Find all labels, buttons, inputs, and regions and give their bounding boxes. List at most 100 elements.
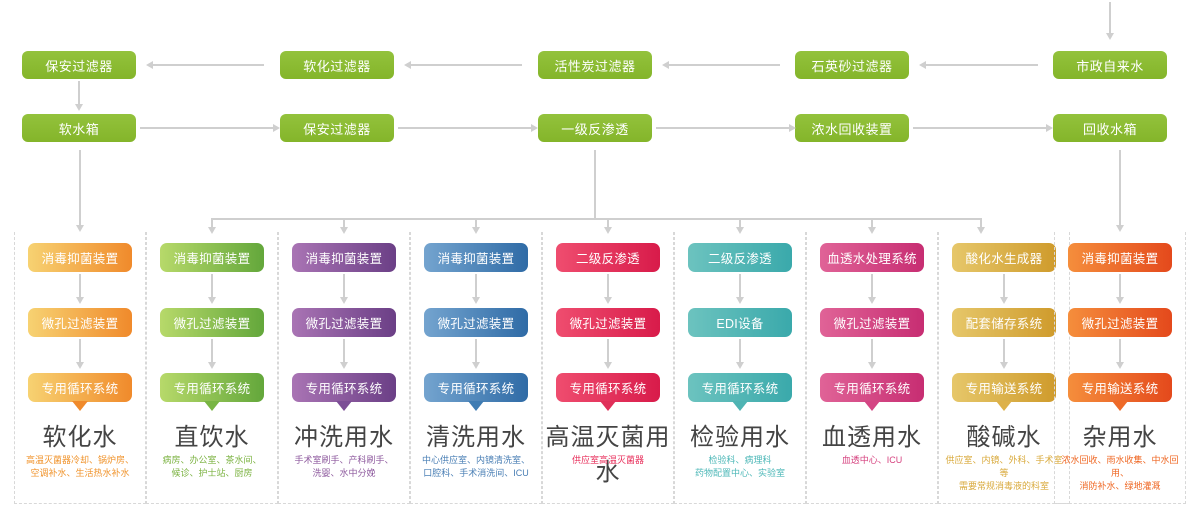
col8-step-2[interactable]: 配套储存系统 <box>952 308 1056 337</box>
feeder-recoverytank-to-col9 <box>1116 150 1124 232</box>
col8-pointer-icon <box>996 401 1012 411</box>
connector-r1-b <box>410 64 522 66</box>
connector-r1-d-arrow <box>919 61 926 69</box>
col3-step-3-label: 专用循环系统 <box>305 382 383 396</box>
connector-r1-d <box>925 64 1038 66</box>
connector-r2-b-arrow <box>531 124 538 132</box>
column-hemodialysis-water: 血透水处理系统 微孔过滤装置 专用循环系统 血透用水 血透中心、ICU <box>806 232 938 504</box>
col6-step-1[interactable]: 二级反渗透 <box>688 243 792 272</box>
col7-step-1[interactable]: 血透水处理系统 <box>820 243 924 272</box>
feeder-softwater-to-col1 <box>76 150 84 232</box>
col8-title: 酸碱水 <box>966 423 1042 451</box>
col7-step-2[interactable]: 微孔过滤装置 <box>820 308 924 337</box>
col9-title: 杂用水 <box>1082 423 1158 451</box>
col7-step-3[interactable]: 专用循环系统 <box>820 373 924 411</box>
col2-connector-2 <box>208 339 216 369</box>
col4-connector-2 <box>472 339 480 369</box>
feeder-bus-col8 <box>977 218 985 234</box>
connector-r1r2-vertical <box>78 81 80 105</box>
node-soft-water-tank[interactable]: 软水箱 <box>22 114 136 142</box>
inlet-arrowhead <box>1106 33 1114 40</box>
column-high-temp-sterilization-water: 二级反渗透 微孔过滤装置 专用循环系统 高温灭菌用水 供应室高温灭菌器 <box>542 232 674 504</box>
col9-step-2[interactable]: 微孔过滤装置 <box>1068 308 1172 337</box>
col5-pointer-icon <box>600 401 616 411</box>
col2-step-3[interactable]: 专用循环系统 <box>160 373 264 411</box>
col6-connector-1 <box>736 274 744 304</box>
col4-step-3[interactable]: 专用循环系统 <box>424 373 528 411</box>
col1-step-3[interactable]: 专用循环系统 <box>28 373 132 411</box>
feeder-bus-col5 <box>604 218 612 234</box>
column-laboratory-water: 二级反渗透 EDI设备 专用循环系统 检验用水 检验科、病理科 药物配置中心、实… <box>674 232 806 504</box>
col3-step-2[interactable]: 微孔过滤装置 <box>292 308 396 337</box>
col6-step-3-label: 专用循环系统 <box>701 382 779 396</box>
col9-step-3[interactable]: 专用输送系统 <box>1068 373 1172 411</box>
col3-step-1[interactable]: 消毒抑菌装置 <box>292 243 396 272</box>
connector-r2-a <box>140 127 274 129</box>
col8-step-1[interactable]: 酸化水生成器 <box>952 243 1056 272</box>
col3-caption: 手术室刷手、产科刷手、 洗婴、水中分娩 <box>294 455 394 479</box>
connector-r2-c-arrow <box>789 124 796 132</box>
col6-step-3[interactable]: 专用循环系统 <box>688 373 792 411</box>
col8-step-3[interactable]: 专用输送系统 <box>952 373 1056 411</box>
node-recovery-tank[interactable]: 回收水箱 <box>1053 114 1167 142</box>
col5-caption: 供应室高温灭菌器 <box>571 455 644 465</box>
col1-pointer-icon <box>72 401 88 411</box>
col3-pointer-icon <box>336 401 352 411</box>
col8-connector-1 <box>1000 274 1008 304</box>
column-acid-alkaline-water: 酸化水生成器 配套储存系统 专用输送系统 酸碱水 供应室、内镜、外科、手术室等 … <box>938 232 1070 504</box>
column-miscellaneous-water: 消毒抑菌装置 微孔过滤装置 专用输送系统 杂用水 浓水回收、雨水收集、中水回用、… <box>1054 232 1186 504</box>
connector-r1-a <box>152 64 264 66</box>
connector-r1-b-arrow <box>404 61 411 69</box>
col4-caption: 中心供应室、内镜清洗室、 口腔科、手术消洗间、ICU <box>421 455 530 479</box>
column-cleaning-water: 消毒抑菌装置 微孔过滤装置 专用循环系统 清洗用水 中心供应室、内镜清洗室、 口… <box>410 232 542 504</box>
col4-pointer-icon <box>468 401 484 411</box>
col7-pointer-icon <box>864 401 880 411</box>
node-baoan-filter-1[interactable]: 保安过滤器 <box>22 51 136 79</box>
col2-step-3-label: 专用循环系统 <box>173 382 251 396</box>
col9-step-1[interactable]: 消毒抑菌装置 <box>1068 243 1172 272</box>
connector-r2-c <box>656 127 790 129</box>
connector-r2-d-arrow <box>1046 124 1053 132</box>
col2-step-1[interactable]: 消毒抑菌装置 <box>160 243 264 272</box>
node-ro-stage-1[interactable]: 一级反渗透 <box>538 114 652 142</box>
col3-connector-1 <box>340 274 348 304</box>
node-baoan-filter-2[interactable]: 保安过滤器 <box>280 114 394 142</box>
col6-step-2[interactable]: EDI设备 <box>688 308 792 337</box>
col1-step-3-label: 专用循环系统 <box>41 382 119 396</box>
col5-step-3[interactable]: 专用循环系统 <box>556 373 660 411</box>
col2-title: 直饮水 <box>174 423 250 451</box>
node-softening-filter[interactable]: 软化过滤器 <box>280 51 394 79</box>
col2-step-2[interactable]: 微孔过滤装置 <box>160 308 264 337</box>
node-concentrate-recovery[interactable]: 浓水回收装置 <box>795 114 909 142</box>
col7-title: 血透用水 <box>822 423 922 451</box>
column-softened-water: 消毒抑菌装置 微孔过滤装置 专用循环系统 软化水 高温灭菌器冷却、锅炉房、 空调… <box>14 232 146 504</box>
col2-caption: 病房、办公室、茶水间、 候诊、护士站、厨房 <box>162 455 262 479</box>
col4-title: 清洗用水 <box>426 423 526 451</box>
col1-step-1[interactable]: 消毒抑菌装置 <box>28 243 132 272</box>
col9-connector-1 <box>1116 274 1124 304</box>
col1-connector-1 <box>76 274 84 304</box>
col8-step-3-label: 专用输送系统 <box>965 382 1043 396</box>
connector-r2-b <box>398 127 532 129</box>
col9-connector-2 <box>1116 339 1124 369</box>
feeder-ro1-to-bus <box>594 150 596 219</box>
connector-r1-c-arrow <box>662 61 669 69</box>
col5-step-2[interactable]: 微孔过滤装置 <box>556 308 660 337</box>
col1-connector-2 <box>76 339 84 369</box>
col4-step-2[interactable]: 微孔过滤装置 <box>424 308 528 337</box>
node-municipal-water[interactable]: 市政自来水 <box>1053 51 1167 79</box>
node-carbon-filter[interactable]: 活性炭过滤器 <box>538 51 652 79</box>
col4-step-1[interactable]: 消毒抑菌装置 <box>424 243 528 272</box>
col5-step-1[interactable]: 二级反渗透 <box>556 243 660 272</box>
col5-title: 高温灭菌用水 <box>545 423 671 486</box>
node-quartz-filter[interactable]: 石英砂过滤器 <box>795 51 909 79</box>
col7-connector-1 <box>868 274 876 304</box>
col3-step-3[interactable]: 专用循环系统 <box>292 373 396 411</box>
connector-r1-a-arrow <box>146 61 153 69</box>
connector-r2-a-arrow <box>273 124 280 132</box>
col1-step-2[interactable]: 微孔过滤装置 <box>28 308 132 337</box>
col5-connector-1 <box>604 274 612 304</box>
col6-caption: 检验科、病理科 药物配置中心、实验室 <box>694 455 785 479</box>
connector-r2-d <box>913 127 1047 129</box>
